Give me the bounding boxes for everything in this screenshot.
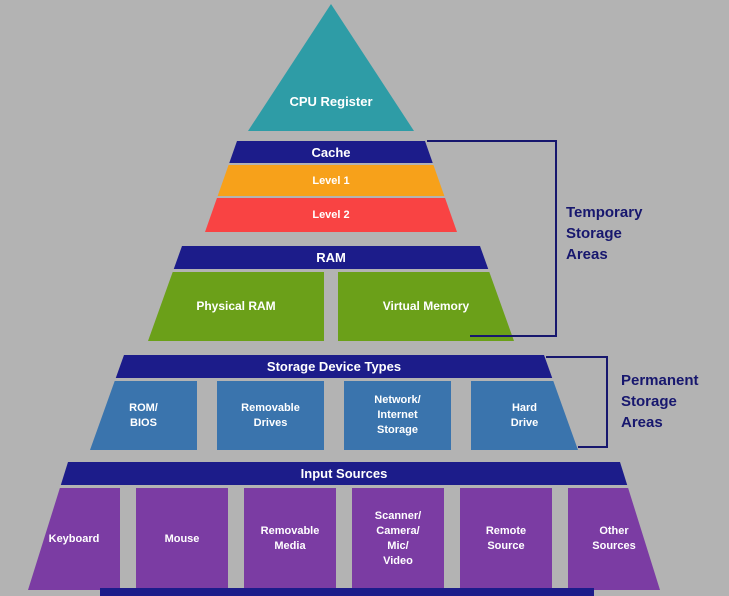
permanent-bracket-vertical-line	[606, 356, 608, 448]
hard-drive-box: Hard Drive	[471, 381, 578, 450]
remote-source-box: Remote Source	[460, 488, 552, 590]
network-internet-storage-box: Network/ Internet Storage	[344, 381, 451, 450]
storage-tier: Storage Device Types ROM/ BIOS Removable…	[90, 355, 578, 450]
cpu-register-label: CPU Register	[289, 93, 373, 109]
input-tier: Input Sources Keyboard Mouse Removable M…	[28, 462, 660, 590]
temporary-bracket-vertical-line	[555, 140, 557, 337]
temporary-bracket-top-line	[427, 140, 555, 142]
cpu-register-tier: CPU Register	[248, 4, 414, 131]
mouse-box: Mouse	[136, 488, 228, 590]
storage-header: Storage Device Types	[90, 355, 578, 378]
permanent-storage-areas-label: Permanent Storage Areas	[621, 372, 699, 431]
other-sources-box: Other Sources	[568, 488, 660, 590]
storage-boxes-row: ROM/ BIOS Removable Drives Network/ Inte…	[90, 381, 578, 450]
bottom-partial-bar	[100, 588, 594, 596]
temporary-bracket-bottom-line	[470, 335, 557, 337]
permanent-bracket-bottom-line	[578, 446, 608, 448]
virtual-memory-box: Virtual Memory	[338, 272, 514, 341]
rom-bios-box: ROM/ BIOS	[90, 381, 197, 450]
temporary-storage-areas-label: Temporary Storage Areas	[566, 204, 643, 263]
input-boxes-row: Keyboard Mouse Removable Media Scanner/ …	[28, 488, 660, 590]
keyboard-box: Keyboard	[28, 488, 120, 590]
scanner-camera-mic-video-box: Scanner/ Camera/ Mic/ Video	[352, 488, 444, 590]
cache-tier: Cache Level 1 Level 2	[205, 141, 457, 232]
cache-level1-bar: Level 1	[205, 165, 457, 196]
ram-boxes-row: Physical RAM Virtual Memory	[148, 272, 514, 341]
cache-level2-bar: Level 2	[205, 198, 457, 232]
permanent-bracket-top-line	[546, 356, 608, 358]
removable-drives-box: Removable Drives	[217, 381, 324, 450]
ram-header: RAM	[148, 246, 514, 269]
removable-media-box: Removable Media	[244, 488, 336, 590]
ram-tier: RAM Physical RAM Virtual Memory	[148, 246, 514, 341]
input-header: Input Sources	[28, 462, 660, 485]
cache-header: Cache	[205, 141, 457, 163]
physical-ram-box: Physical RAM	[148, 272, 324, 341]
